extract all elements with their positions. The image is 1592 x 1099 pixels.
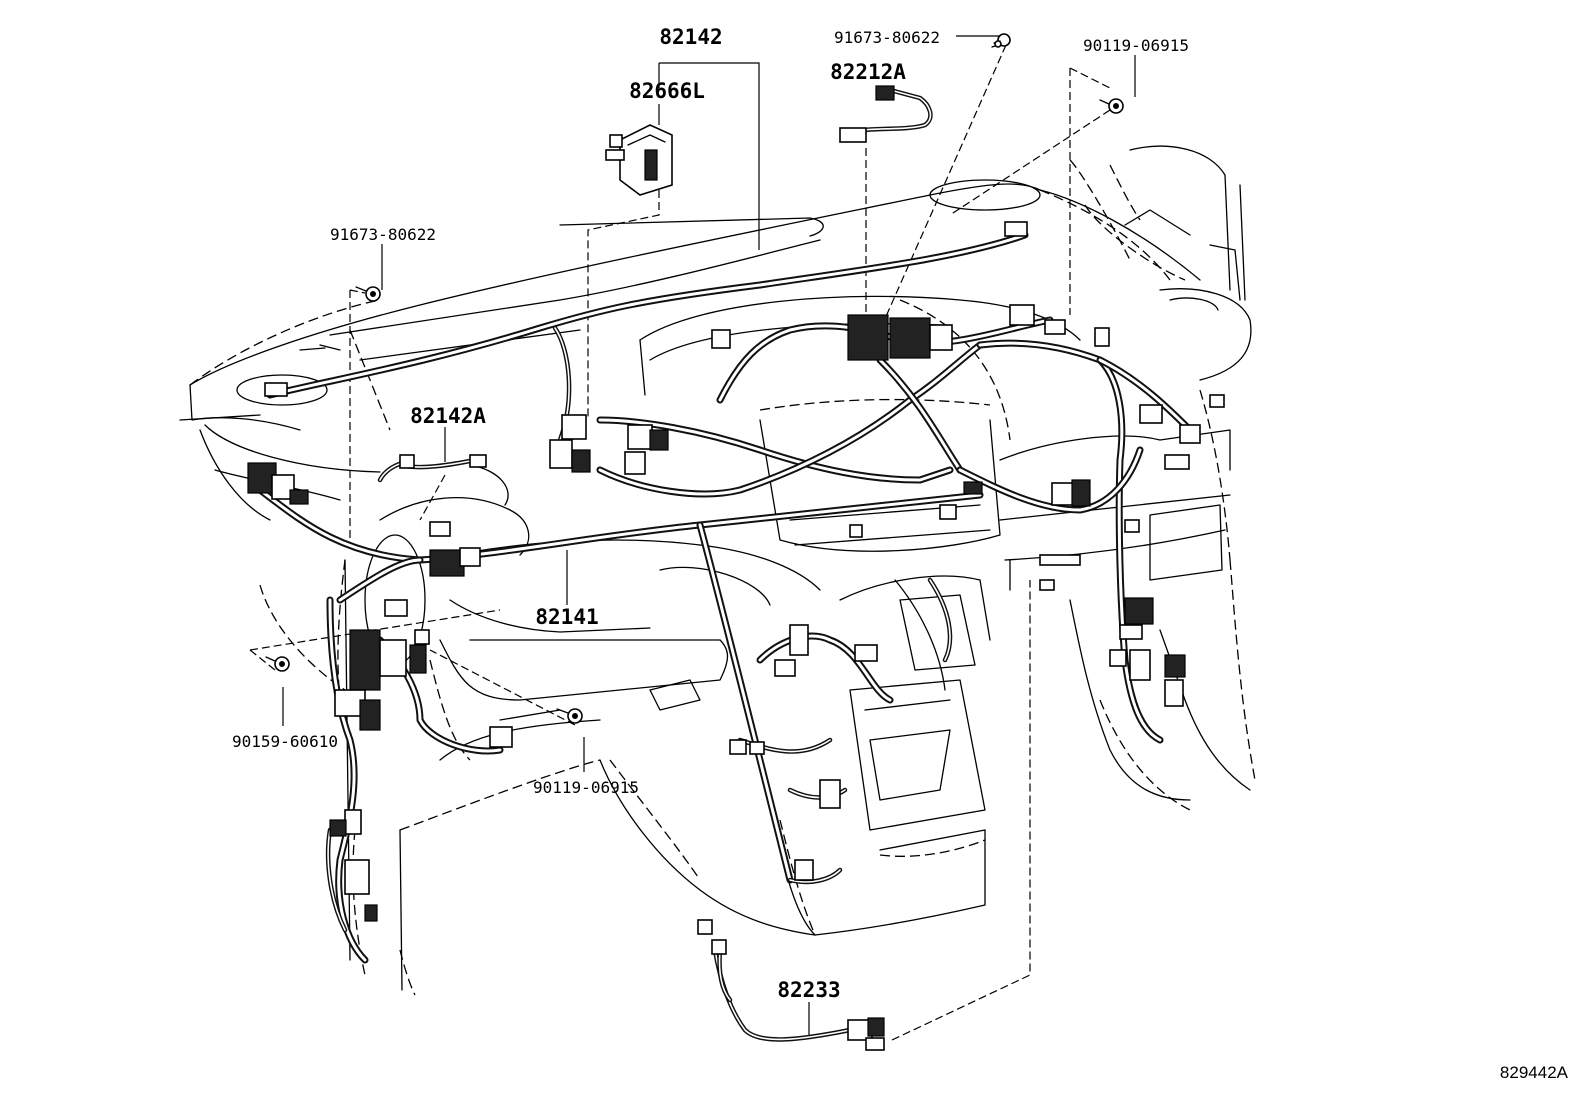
harness-82142A-sub xyxy=(377,457,478,483)
label-82212A: 82212A xyxy=(830,60,906,84)
part-labels: 82142 82666L 91673-80622 82212A 90119-06… xyxy=(232,25,1569,1082)
bolt-icon-left-lower xyxy=(265,656,290,672)
label-90119-06915-bottom: 90119-06915 xyxy=(533,778,639,797)
label-90119-06915-top: 90119-06915 xyxy=(1083,36,1189,55)
bracket-82666L xyxy=(605,124,673,196)
harness-left-kick xyxy=(325,556,504,964)
label-82233: 82233 xyxy=(777,978,840,1002)
harness-center-lower xyxy=(737,577,953,885)
label-91673-80622-left: 91673-80622 xyxy=(330,225,436,244)
label-82142: 82142 xyxy=(659,25,722,49)
label-91673-80622-top: 91673-80622 xyxy=(834,28,940,47)
bolt-icon-center-lower xyxy=(556,708,583,724)
connectors xyxy=(247,85,1225,1051)
harness-82212A-sub xyxy=(862,87,933,133)
label-90159-60610: 90159-60610 xyxy=(232,732,338,751)
screw-icon-top xyxy=(991,33,1011,48)
harness-82233-sub xyxy=(712,947,853,1042)
label-82141: 82141 xyxy=(535,605,598,629)
screw-icon-left xyxy=(355,286,381,302)
bolt-icon-top-right xyxy=(1099,98,1124,114)
label-82666L: 82666L xyxy=(629,79,705,103)
harness-82141-main xyxy=(256,316,1194,884)
instrument-panel-outline xyxy=(179,145,1252,991)
leader-lines xyxy=(249,35,1136,1041)
diagram-reference-id: 829442A xyxy=(1500,1063,1569,1082)
fasteners xyxy=(265,33,1124,724)
label-82142A: 82142A xyxy=(410,404,486,428)
